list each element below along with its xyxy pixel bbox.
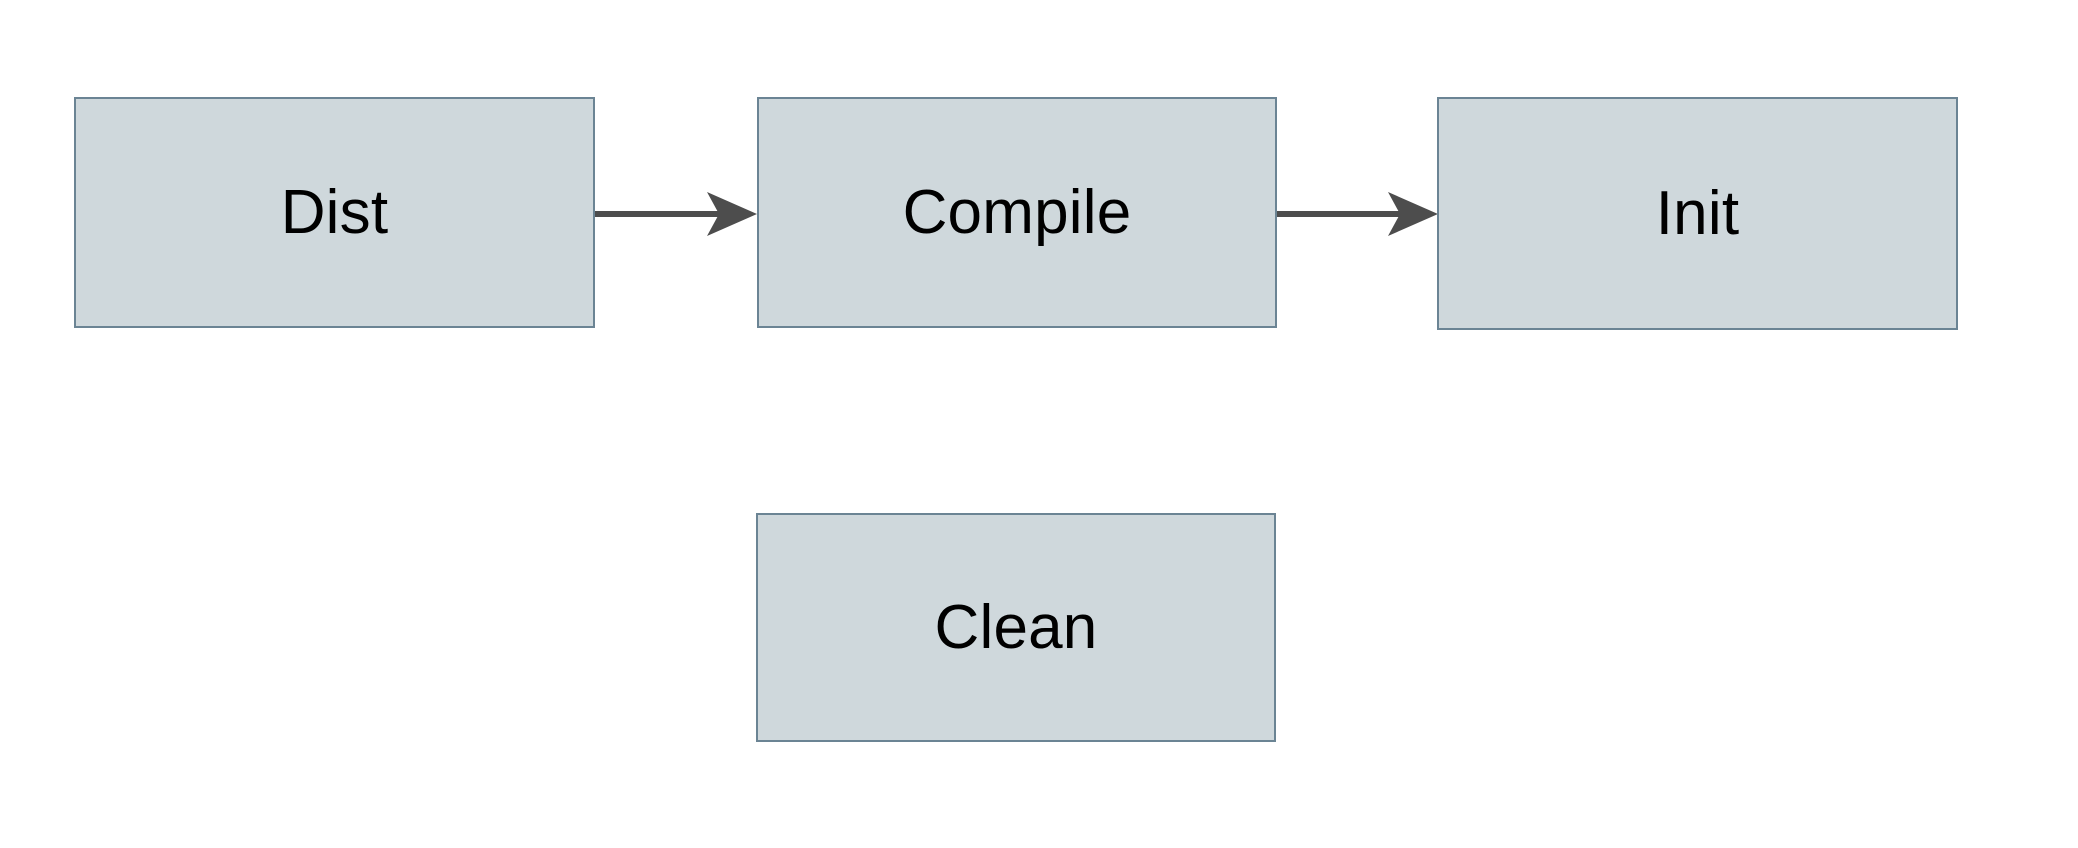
node-clean-label: Clean	[934, 592, 1098, 662]
edge-compile-to-init[interactable]	[1277, 192, 1438, 236]
node-init[interactable]: Init	[1437, 97, 1958, 330]
edge-dist-to-compile-arrowhead	[707, 192, 757, 236]
node-compile-label: Compile	[902, 177, 1132, 247]
node-dist[interactable]: Dist	[74, 97, 595, 328]
node-init-label: Init	[1655, 178, 1740, 248]
node-clean[interactable]: Clean	[756, 513, 1276, 742]
node-dist-label: Dist	[280, 177, 389, 247]
edge-dist-to-compile[interactable]	[595, 192, 757, 236]
node-compile[interactable]: Compile	[757, 97, 1277, 328]
edge-compile-to-init-arrowhead	[1388, 192, 1438, 236]
